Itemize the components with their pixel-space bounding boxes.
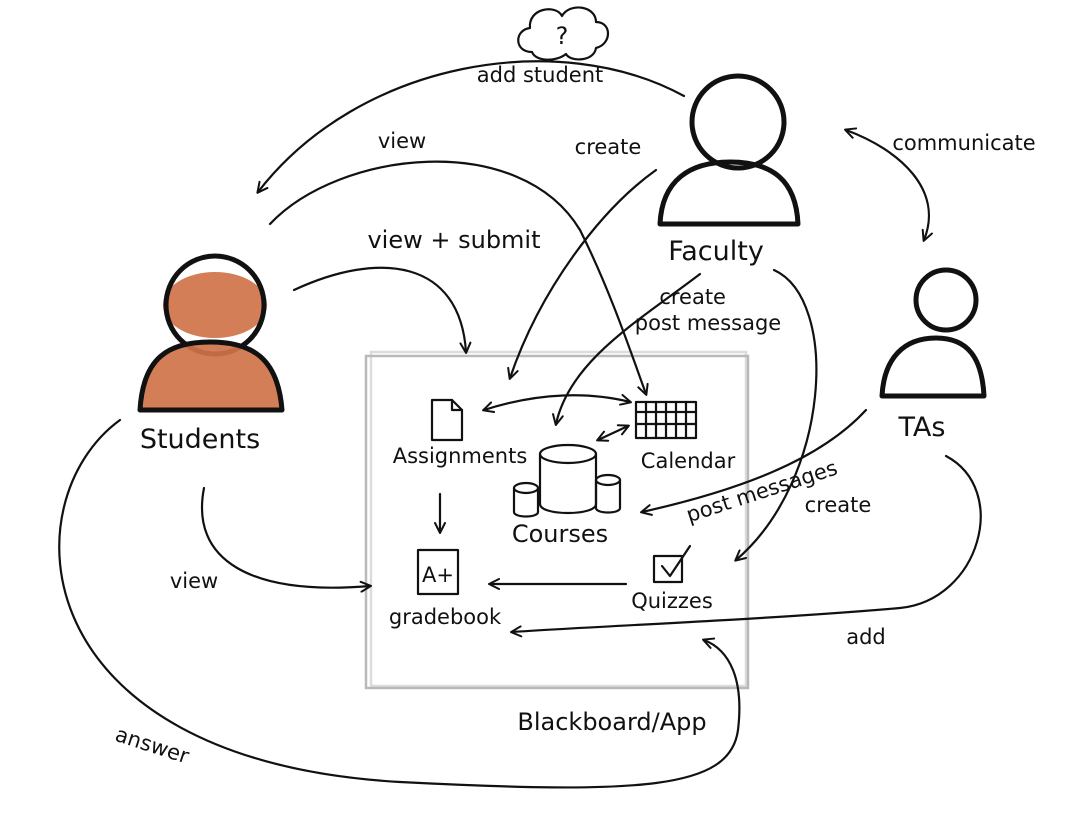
faculty-label: Faculty (668, 236, 764, 267)
edge-communicate (844, 127, 933, 242)
database-icon (512, 443, 622, 518)
edge-label-communicate: communicate (892, 131, 1035, 155)
faculty-person-icon (657, 73, 801, 227)
grade-badge: A+ (422, 563, 454, 587)
edge-label-answer: answer (112, 722, 192, 768)
edge-add-gradebook (510, 454, 982, 638)
edge-view-gradebook (201, 486, 372, 593)
edge-label-view-bottom: view (170, 569, 218, 593)
edge-add-student (256, 60, 686, 194)
edge-label-add-student: add student (477, 63, 603, 87)
edge-create-assignments (507, 168, 658, 380)
edge-view-calendar (268, 160, 649, 396)
question-cloud-icon: ? (517, 6, 610, 61)
edge-label-create-post: create post message (635, 285, 781, 335)
calendar-label: Calendar (641, 449, 736, 473)
tas-label: TAs (898, 412, 946, 443)
document-icon (430, 398, 464, 442)
gradebook-label: gradebook (389, 605, 502, 629)
edge-view-submit (292, 266, 472, 354)
courses-label: Courses (512, 520, 608, 548)
students-label: Students (140, 424, 260, 455)
system-boundary (364, 350, 750, 690)
students-person-icon (137, 253, 285, 413)
quizzes-label: Quizzes (631, 589, 713, 613)
tas-person-icon (879, 267, 987, 399)
edge-assignments-calendar (482, 393, 632, 414)
checkbox-icon (652, 544, 692, 584)
edge-create-quizzes (734, 268, 818, 562)
calendar-icon (634, 400, 698, 440)
edge-label-create-right: create (805, 493, 872, 517)
grade-icon: A+ (416, 548, 460, 596)
edge-post-messages (640, 408, 868, 516)
assignments-label: Assignments (393, 444, 528, 468)
edge-label-add: add (846, 625, 886, 649)
edge-label-view-top: view (378, 129, 426, 153)
edge-answer-quizzes (58, 418, 741, 789)
edge-courses-calendar (596, 424, 630, 442)
system-name-label: Blackboard/App (517, 708, 706, 736)
edge-label-view-submit: view + submit (367, 226, 540, 254)
edge-label-create-top: create (575, 135, 642, 159)
cloud-question-mark: ? (556, 22, 569, 50)
